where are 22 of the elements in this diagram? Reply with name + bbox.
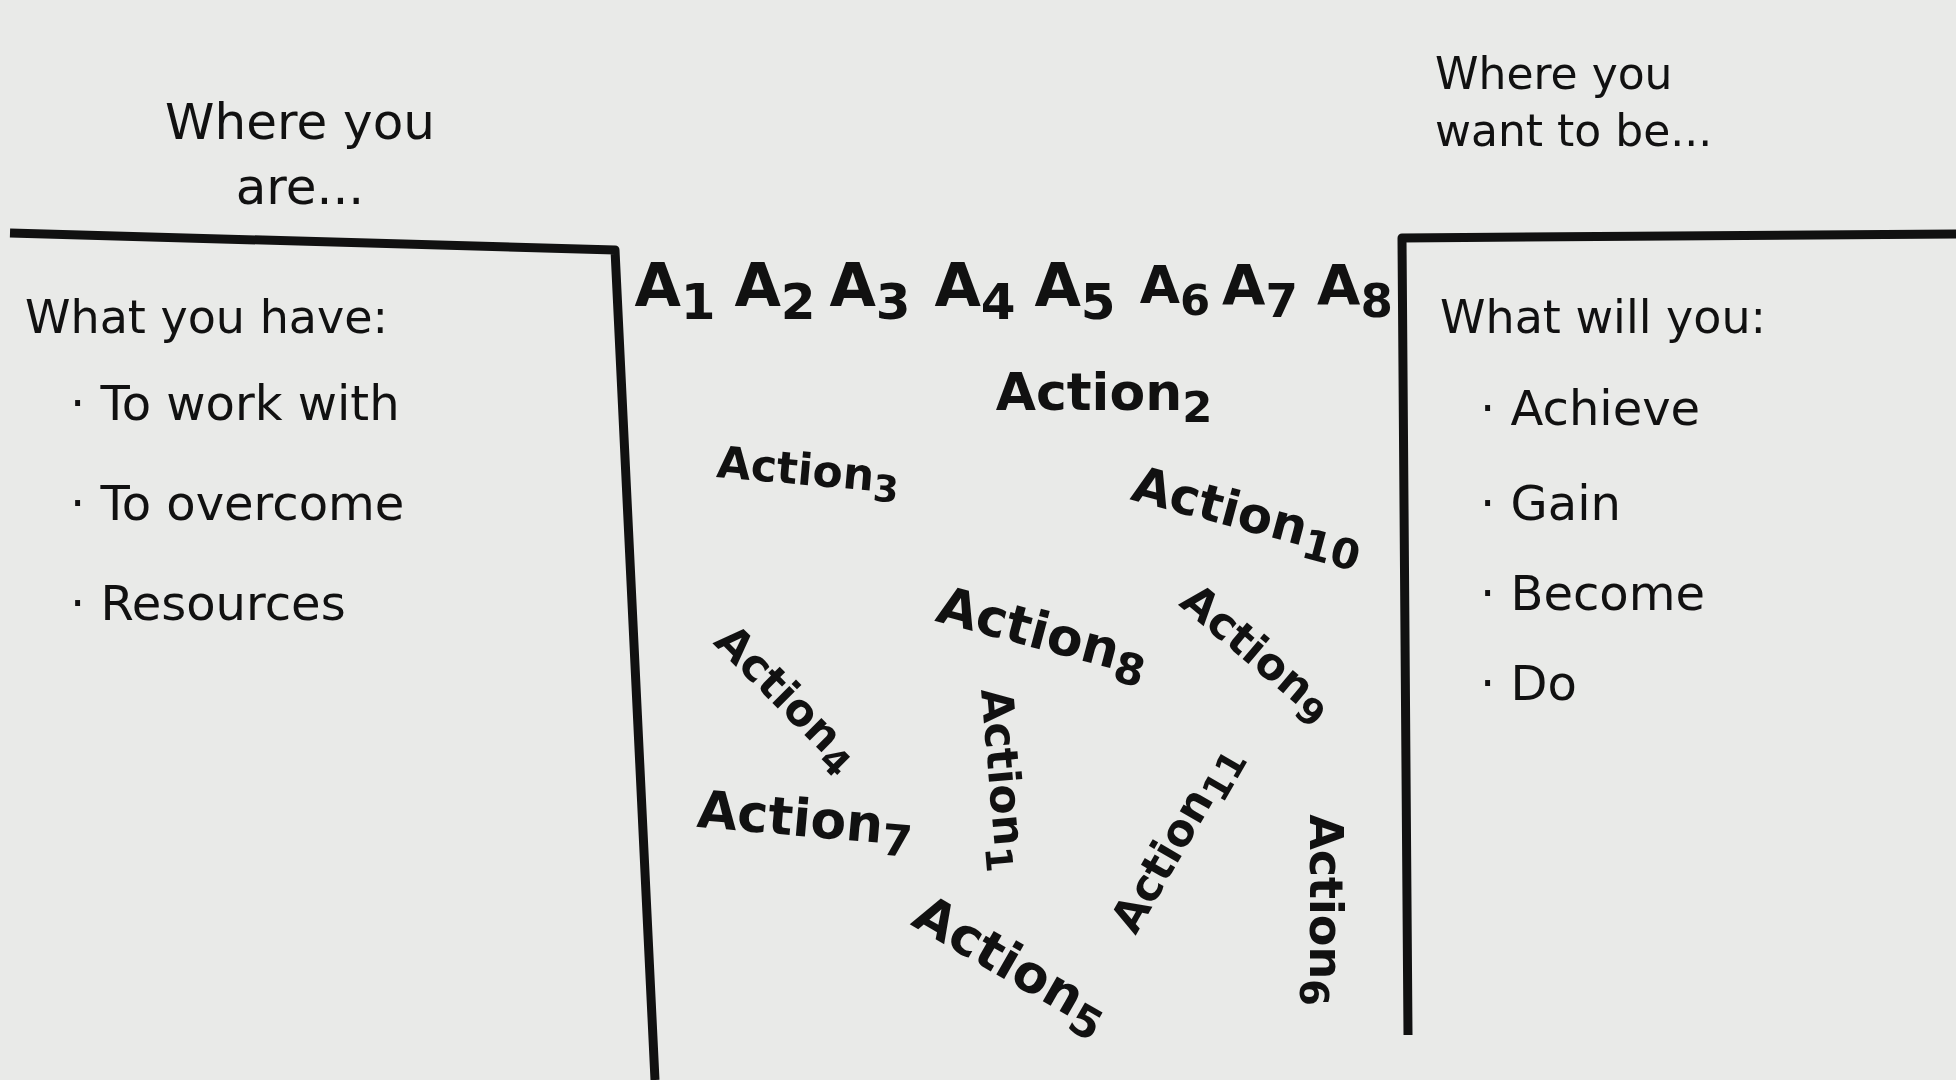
column-heading: What will you: xyxy=(1440,290,1767,344)
list-item: · Gain xyxy=(1480,475,1621,531)
column-heading: What you have: xyxy=(25,290,388,344)
action-abbreviation: A$_{1}$ xyxy=(634,249,716,331)
list-item: · Do xyxy=(1480,655,1577,711)
list-item: · Become xyxy=(1480,565,1706,621)
action-label: Action$_{3}$ xyxy=(714,436,902,512)
action-abbreviation: A$_{4}$ xyxy=(934,249,1016,331)
list-item: · To work with xyxy=(70,375,400,431)
action-abbreviation: A$_{3}$ xyxy=(829,249,911,331)
action-label: Action$_{7}$ xyxy=(694,779,916,867)
action-label: Action$_{2}$ xyxy=(995,362,1213,432)
action-abbreviation: A$_{8}$ xyxy=(1317,252,1393,328)
action-abbreviation: A$_{2}$ xyxy=(734,249,816,331)
panel-heading: Where you are... xyxy=(164,92,436,218)
list-item: · To overcome xyxy=(70,475,405,531)
panel-heading: Where you want to be... xyxy=(1435,47,1714,159)
action-abbreviation: A$_{5}$ xyxy=(1034,249,1116,331)
action-abbreviation: A$_{6}$ xyxy=(1139,255,1211,325)
action-abbreviation: A$_{7}$ xyxy=(1222,252,1298,328)
list-item: · Achieve xyxy=(1480,380,1701,436)
list-item: · Resources xyxy=(70,575,346,631)
